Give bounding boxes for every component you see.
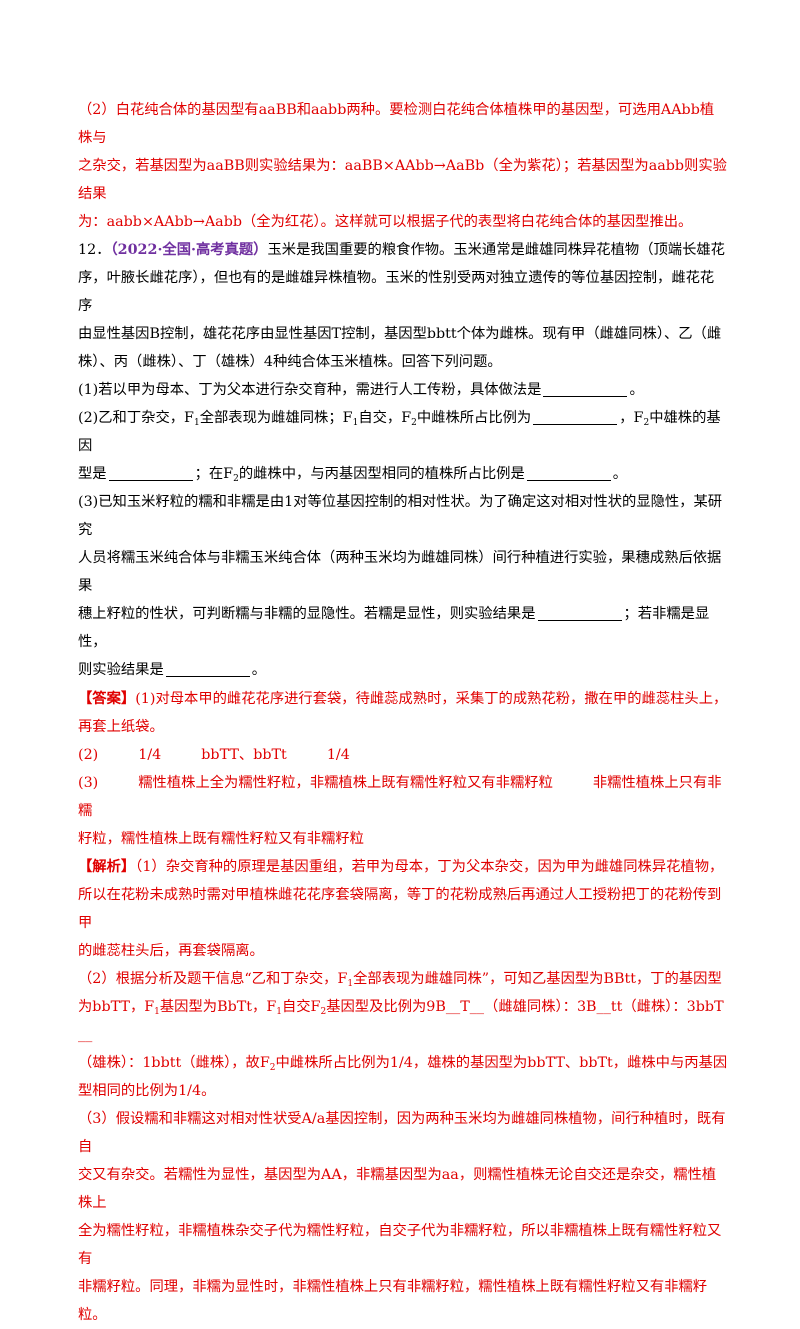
answer-blank[interactable] — [165, 660, 250, 677]
question-stem: 12．（2022·全国·高考真题）玉米是我国重要的粮食作物。玉米通常是雌雄同株异… — [78, 242, 725, 258]
prev-answer-line: 之杂交，若基因型为aaBB则实验结果为：aaBB×AAbb→AaBb（全为紫花）… — [78, 158, 727, 202]
prev-answer-line: 为：aabb×AAbb→Aabb（全为红花）。这样就可以根据子代的表型将白花纯合… — [78, 214, 693, 230]
question-source: （2022·全国·高考真题） — [110, 242, 268, 258]
answer-blank[interactable] — [537, 604, 622, 621]
analysis-line: （雄株）：1bbtt（雌株），故F2中雌株所占比例为1/4，雄株的基因型为bbT… — [78, 1055, 728, 1073]
sub-question-3: 穗上籽粒的性状，可判断糯与非糯的显隐性。若糯是显性，则实验结果是；若非糯是显性， — [78, 604, 710, 650]
analysis-label: 【解析】 — [78, 859, 136, 875]
sub-question-2: (2)乙和丁杂交，F1全部表现为雌雄同株；F1自交，F2中雌株所占比例为，F2中… — [78, 408, 721, 454]
answer-label: 【答案】 — [78, 691, 136, 707]
analysis-line: 非糯籽粒。同理，非糯为显性时，非糯性植株上只有非糯籽粒，糯性植株上既有糯性籽粒又… — [78, 1279, 708, 1323]
answer-line: 籽粒，糯性植株上既有糯性籽粒又有非糯籽粒 — [78, 831, 364, 847]
prev-answer-line: （2）白花纯合体的基因型有aaBB和aabb两种。要检测白花纯合体植株甲的基因型… — [78, 102, 715, 146]
answer-blank[interactable] — [543, 380, 628, 397]
question-number: 12． — [78, 242, 111, 258]
answer-line: (3)糯性植株上全为糯性籽粒，非糯植株上既有糯性籽粒又有非糯籽粒非糯性植株上只有… — [78, 775, 722, 819]
sub-question-2-cont: 型是；在F2的雌株中，与丙基因型相同的植株所占比例是。 — [78, 464, 628, 484]
answer-blank[interactable] — [533, 408, 618, 425]
question-stem: 由显性基因B控制，雄花花序由显性基因T控制，基因型bbtt个体为雌株。现有甲（雌… — [78, 326, 722, 342]
analysis-line: 全为糯性籽粒，非糯植株杂交子代为糯性籽粒，自交子代为非糯籽粒，所以非糯植株上既有… — [78, 1223, 722, 1267]
sub-question-3: 人员将糯玉米纯合体与非糯玉米纯合体（两种玉米均为雌雄同株）间行种植进行实验，果穗… — [78, 550, 722, 594]
answer-line: 再套上纸袋。 — [78, 719, 164, 735]
analysis-line: 【解析】（1）杂交育种的原理是基因重组，若甲为母本，丁为父本杂交，因为甲为雌雄同… — [78, 859, 724, 875]
question-stem: 株）、丙（雌株）、丁（雄株）4种纯合体玉米植株。回答下列问题。 — [78, 354, 502, 370]
analysis-line: 所以在花粉未成熟时需对甲植株雌花花序套袋隔离，等丁的花粉成熟后再通过人工授粉把丁… — [78, 887, 722, 931]
page-content: （2）白花纯合体的基因型有aaBB和aabb两种。要检测白花纯合体植株甲的基因型… — [78, 96, 728, 1329]
analysis-line: 型相同的比例为1/4。 — [78, 1083, 216, 1099]
sub-question-1: (1)若以甲为母本、丁为父本进行杂交育种，需进行人工传粉，具体做法是。 — [78, 380, 644, 398]
document-page: （2）白花纯合体的基因型有aaBB和aabb两种。要检测白花纯合体植株甲的基因型… — [78, 102, 727, 1323]
analysis-line: 为bbTT，F1基因型为BbTt，F1自交F2基因型及比例为9B__T__（雌雄… — [78, 999, 724, 1043]
answer-blank[interactable] — [108, 464, 193, 481]
question-stem: 序，叶腋长雌花序），但也有的是雌雄异株植物。玉米的性别受两对独立遗传的等位基因控… — [78, 270, 715, 314]
analysis-line: 的雌蕊柱头后，再套袋隔离。 — [78, 943, 264, 959]
answer-line: 【答案】(1)对母本甲的雌花花序进行套袋，待雌蕊成熟时，采集丁的成熟花粉，撒在甲… — [78, 691, 728, 707]
analysis-line: （3）假设糯和非糯这对相对性状受A/a基因控制，因为两种玉米均为雌雄同株植物，间… — [78, 1111, 726, 1155]
answer-blank[interactable] — [526, 464, 611, 481]
analysis-line: （2）根据分析及题干信息“乙和丁杂交，F1全部表现为雌雄同株”，可知乙基因型为B… — [78, 971, 722, 989]
sub-question-3: 则实验结果是。 — [78, 660, 267, 678]
analysis-line: 交又有杂交。若糯性为显性，基因型为AA，非糯基因型为aa，则糯性植株无论自交还是… — [78, 1167, 717, 1211]
sub-question-3: (3)已知玉米籽粒的糯和非糯是由1对等位基因控制的相对性状。为了确定这对相对性状… — [78, 494, 723, 538]
